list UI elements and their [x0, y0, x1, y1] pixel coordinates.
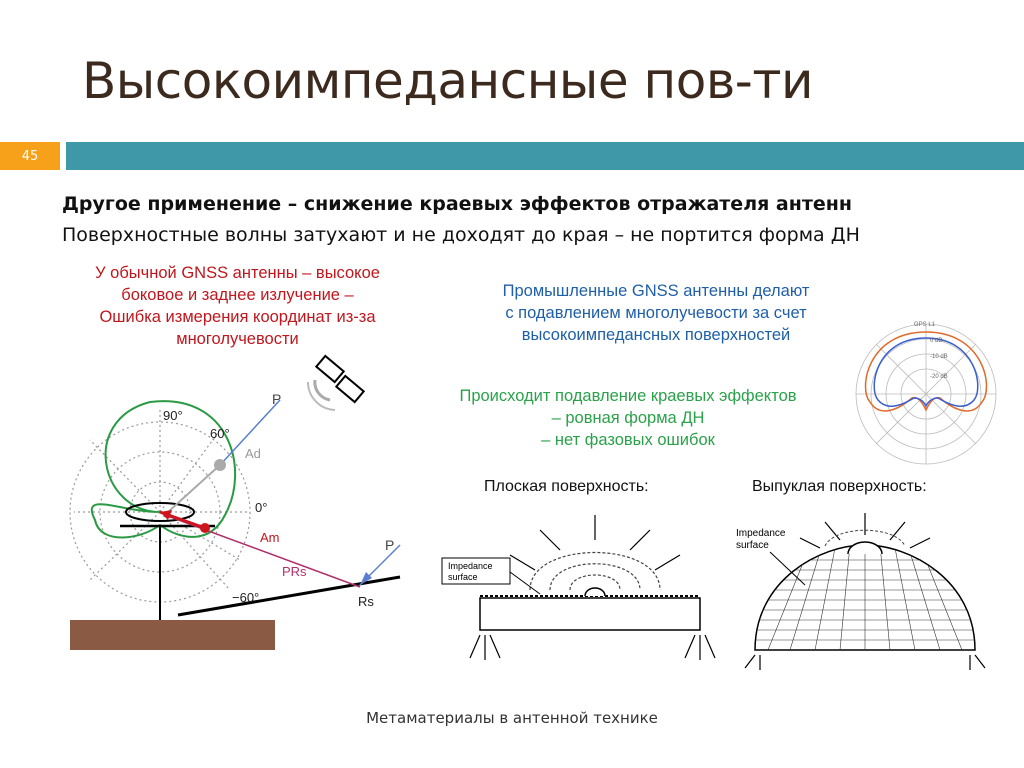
red-note-line: боковое и заднее излучение – [121, 286, 354, 304]
caption-convex: Выпуклая поверхность: [752, 478, 927, 495]
am-point [200, 523, 210, 533]
ad-line [167, 464, 221, 513]
label-ad: Ad [245, 446, 261, 461]
heading-plain: Поверхностные волны затухают и не доходя… [62, 224, 860, 246]
flat-impedance-label-1: Impedance [448, 561, 493, 571]
blue-note: Промышленные GNSS антенны делают с подав… [440, 280, 872, 346]
convex-impedance-label-2: surface [736, 540, 769, 551]
slide-title: Высокоимпедансные пов-ти [82, 52, 813, 110]
flat-arrows [469, 515, 716, 660]
convex-impedance-pointer [769, 551, 806, 586]
blue-note-line: с подавлением многолучевости за счет [505, 304, 807, 322]
green-note-line: Происходит подавление краевых эффектов [459, 387, 797, 405]
polar-db10: -10 dB [930, 354, 948, 360]
green-note-line: – ровная форма ДН [551, 409, 705, 427]
label-p-bottom: P [385, 537, 394, 553]
ground [70, 620, 275, 650]
polar-plot: GPS L1 0 dB -10 dB -20 dB [855, 322, 997, 465]
reflector [177, 575, 401, 617]
red-note-line: У обычной GNSS антенны – высокое [95, 264, 380, 282]
radiation-pattern [90, 400, 237, 539]
label-prs: PRs [282, 564, 307, 579]
caption-flat: Плоская поверхность: [484, 478, 649, 495]
polar-db0: 0 dB [930, 338, 942, 344]
convex-antenna [847, 541, 883, 555]
pattern-blue [873, 337, 979, 408]
heading-bold: Другое применение – снижение краевых эфф… [62, 193, 853, 215]
header-bar [66, 142, 1024, 170]
slide-number: 45 [0, 142, 60, 170]
flat-antenna [584, 587, 606, 597]
label-am: Am [260, 530, 280, 545]
red-note-line: многолучевости [176, 330, 299, 348]
convex-arrows [744, 513, 986, 670]
am-arrowhead [160, 510, 172, 520]
angle-90-label: 90° [163, 408, 183, 423]
flat-board [479, 597, 701, 631]
flat-impedance-label-2: surface [448, 572, 478, 582]
multipath-ray [164, 514, 361, 588]
polar-plot-grid [855, 323, 997, 465]
green-note-line: – нет фазовых ошибок [541, 431, 715, 449]
multipath-diagram: 90° 60° 0° −60° P Ad Am PRs P Rs [69, 354, 401, 650]
convex-surface-diagram: Impedance surface [736, 513, 986, 670]
reflected-arrowhead [360, 572, 372, 585]
flat-impedance-pointer [509, 571, 541, 595]
label-rs: Rs [358, 594, 374, 609]
angle-60-label: 60° [210, 426, 230, 441]
flat-surface-diagram: Impedance surface [441, 515, 716, 660]
blue-note-line: Промышленные GNSS антенны делают [502, 282, 810, 300]
red-note-line: Ошибка измерения координат из-за [99, 308, 376, 326]
polar-top-label: GPS L1 [914, 322, 936, 328]
angle-0-label: 0° [255, 500, 267, 515]
polar-db20: -20 dB [930, 374, 948, 380]
flat-wavefronts [529, 551, 661, 591]
flat-impedance-box [441, 557, 511, 585]
convex-impedance-label-1: Impedance [736, 528, 786, 539]
pattern-orange [864, 331, 988, 412]
green-note: Происходит подавление краевых эффектов –… [418, 385, 838, 451]
blue-note-line: высокоимпедансных поверхностей [521, 326, 791, 344]
label-p-top: P [272, 391, 281, 407]
red-note: У обычной GNSS антенны – высокое боковое… [40, 262, 435, 350]
satellite-icon [307, 354, 366, 411]
antenna-ellipse [125, 502, 195, 522]
angle-m60-label: −60° [232, 590, 259, 605]
direct-ray [219, 399, 281, 466]
slide-footer: Метаматериалы в антенной технике [366, 709, 658, 727]
convex-wavefronts [824, 529, 906, 547]
dome-mesh [755, 545, 975, 650]
